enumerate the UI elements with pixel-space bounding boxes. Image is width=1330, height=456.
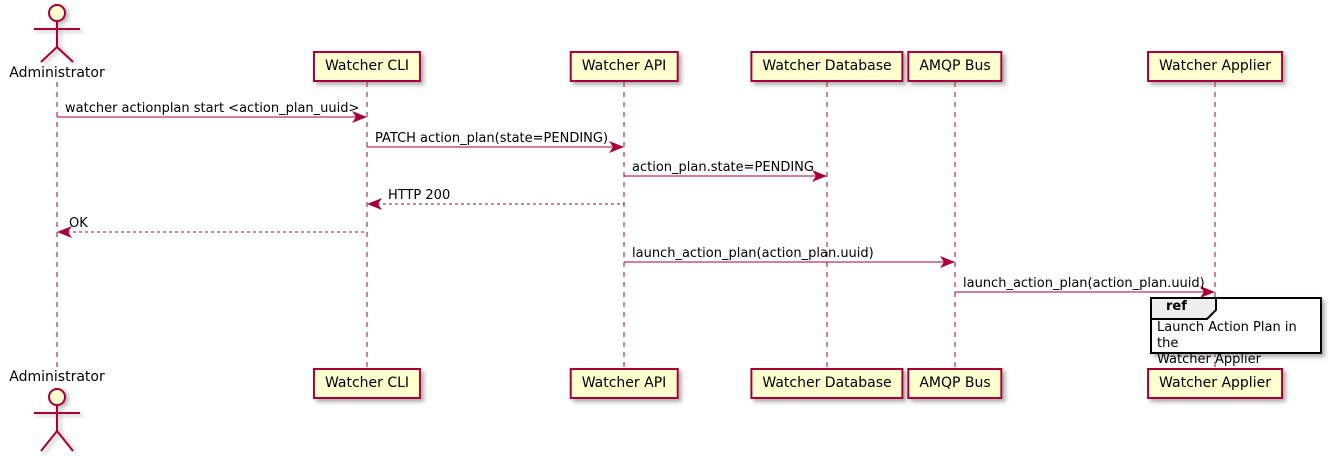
- message-arrow-3: [624, 170, 827, 182]
- participant-watcher-applier-top: Watcher Applier: [1147, 51, 1283, 82]
- participant-watcher-applier-bottom: Watcher Applier: [1147, 368, 1283, 399]
- participant-amqp-bus-top: AMQP Bus: [907, 51, 1003, 82]
- participant-watcher-cli-bottom: Watcher CLI: [312, 368, 422, 399]
- message-label-5: OK: [69, 216, 88, 231]
- message-arrow-5: [57, 226, 367, 238]
- ref-text-line-2: Watcher Applier: [1157, 352, 1261, 367]
- message-arrow-2: [367, 141, 624, 153]
- actor-label-bottom: Administrator: [9, 369, 105, 385]
- ref-tab-shape: [1150, 297, 1217, 320]
- participant-watcher-database-bottom: Watcher Database: [750, 368, 904, 399]
- message-label-1: watcher actionplan start <action_plan_uu…: [65, 101, 360, 116]
- lifelines: [56, 82, 1216, 369]
- participant-watcher-api-bottom: Watcher API: [569, 368, 679, 399]
- message-label-3: action_plan.state=PENDING: [632, 160, 814, 175]
- message-arrow-4: [367, 198, 624, 210]
- message-arrow-6: [624, 256, 955, 268]
- ref-body: Launch Action Plan in the Watcher Applie…: [1152, 299, 1320, 368]
- ref-tab: ref: [1150, 297, 1220, 321]
- participant-amqp-bus-bottom: AMQP Bus: [907, 368, 1003, 399]
- message-label-7: launch_action_plan(action_plan.uuid): [963, 276, 1205, 291]
- actor-label-top: Administrator: [9, 65, 105, 81]
- ref-keyword: ref: [1166, 299, 1187, 314]
- message-arrow-1: [57, 111, 367, 123]
- message-label-2: PATCH action_plan(state=PENDING): [375, 131, 609, 146]
- participant-watcher-cli-top: Watcher CLI: [312, 51, 422, 82]
- message-label-6: launch_action_plan(action_plan.uuid): [632, 246, 874, 261]
- actor-icon-bottom: [34, 388, 80, 452]
- participant-watcher-api-top: Watcher API: [569, 51, 679, 82]
- ref-text-line-1: Launch Action Plan in the: [1157, 320, 1297, 351]
- message-arrow-7: [955, 286, 1215, 298]
- ref-fragment: ref Launch Action Plan in the Watcher Ap…: [1150, 297, 1322, 367]
- actor-icon-top: [34, 4, 80, 63]
- participant-watcher-database-top: Watcher Database: [750, 51, 904, 82]
- message-arrows: [57, 111, 1215, 298]
- message-label-4: HTTP 200: [388, 188, 451, 203]
